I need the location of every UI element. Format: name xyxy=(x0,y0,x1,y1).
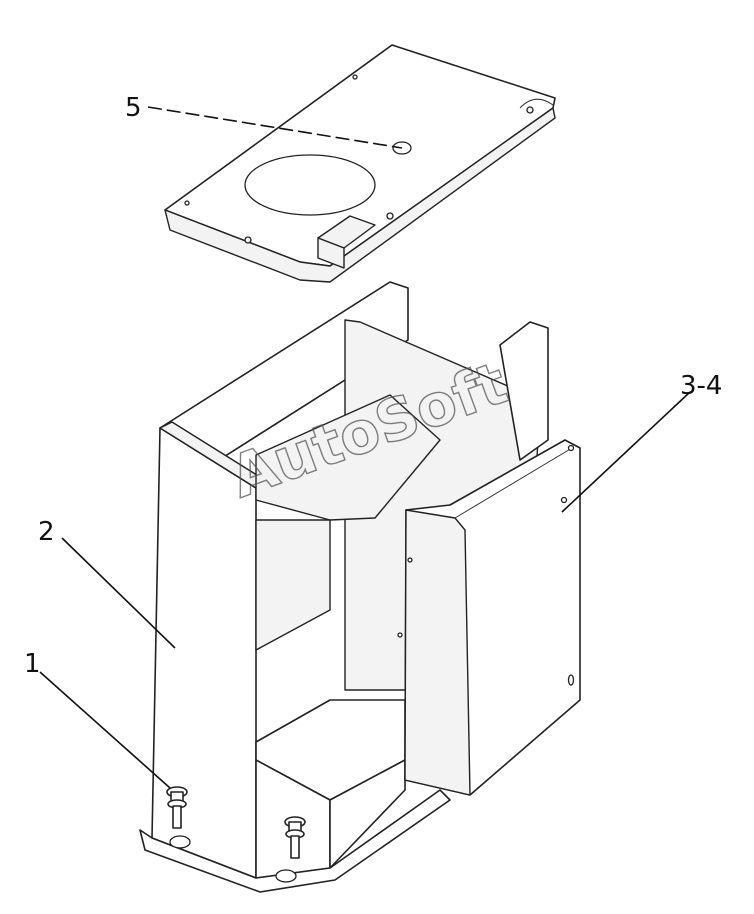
box-frame xyxy=(139,281,549,893)
leader-1 xyxy=(39,671,171,789)
callout-5: 5 xyxy=(125,93,142,123)
callout-2: 2 xyxy=(38,517,55,547)
cover-opening xyxy=(244,154,376,216)
leader-5 xyxy=(147,106,403,149)
bolt-right xyxy=(284,816,306,859)
callout-1: 1 xyxy=(24,649,41,679)
cover-plate xyxy=(164,44,556,283)
bolt-left xyxy=(166,786,188,829)
side-cover xyxy=(404,439,581,796)
leader-3-4 xyxy=(561,391,691,513)
leader-2 xyxy=(61,537,176,649)
callout-3-4: 3-4 xyxy=(680,371,722,401)
